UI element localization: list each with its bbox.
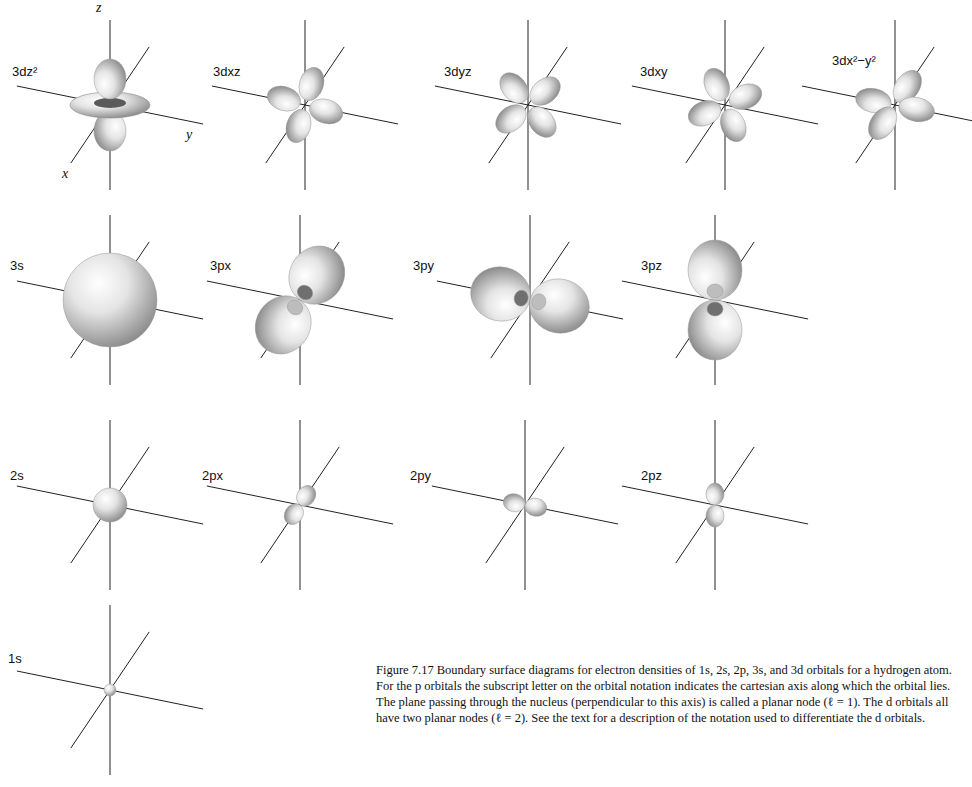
orbital-panel — [212, 20, 398, 190]
orbital-lobe — [94, 59, 126, 99]
axis-line — [71, 632, 149, 748]
orbital-panel — [17, 215, 203, 385]
axis-line — [489, 47, 567, 163]
orbital-lobe — [684, 96, 725, 131]
axis-line — [17, 671, 203, 709]
axis-label: y — [186, 127, 192, 142]
orbital-sphere — [104, 684, 116, 696]
orbital-panel — [622, 215, 808, 385]
orbital-panel — [17, 420, 203, 590]
orbital-label: 3dx²−y² — [832, 53, 876, 68]
orbital-panel — [207, 215, 393, 385]
orbital-panel — [435, 20, 621, 190]
axis-line — [71, 47, 149, 163]
orbital-label: 3dxz — [213, 64, 240, 79]
orbital-label: 3dz² — [12, 64, 37, 79]
orbital-lobe — [513, 289, 530, 307]
orbital-label: 2s — [10, 468, 24, 483]
axis-line — [432, 486, 618, 524]
orbital-label: 3py — [413, 258, 434, 273]
orbital-panel — [802, 20, 972, 190]
orbital-panel — [437, 215, 623, 385]
torus-hole — [94, 98, 126, 108]
orbital-label: 2py — [410, 468, 431, 483]
orbital-lobe — [294, 282, 315, 303]
axis-line — [261, 447, 339, 563]
orbital-lobe — [523, 496, 548, 518]
orbital-label: 3dyz — [444, 64, 471, 79]
orbital-label: 3s — [10, 258, 24, 273]
orbital-lobe — [688, 300, 742, 360]
orbital-lobe — [280, 500, 307, 528]
orbital-lobe — [707, 284, 723, 298]
orbital-label: 2px — [202, 468, 223, 483]
orbital-lobe — [688, 240, 742, 300]
orbital-lobe — [897, 94, 937, 125]
orbital-lobe — [284, 297, 305, 318]
axis-line — [486, 447, 564, 563]
orbital-lobe — [525, 274, 595, 339]
orbital-panel — [432, 420, 618, 590]
orbital-lobe — [502, 492, 527, 514]
orbital-lobe — [490, 99, 532, 139]
orbital-lobe — [522, 101, 562, 143]
orbital-lobe — [706, 505, 724, 527]
orbital-lobe — [699, 64, 734, 105]
orbital-label: 3px — [210, 258, 231, 273]
orbital-lobe — [863, 102, 903, 145]
axis-line — [676, 447, 754, 563]
figure-caption: Figure 7.17 Boundary surface diagrams fo… — [376, 662, 964, 726]
orbital-label: 2pz — [641, 468, 662, 483]
orbital-lobe — [494, 67, 534, 109]
orbital-lobe — [707, 302, 723, 316]
orbital-label: 3pz — [641, 258, 662, 273]
axis-line — [71, 447, 149, 563]
orbital-label: 3dxy — [640, 64, 667, 79]
orbital-lobe — [282, 106, 315, 146]
axis-label: z — [96, 0, 101, 15]
orbital-panel — [622, 420, 808, 590]
orbital-lobe — [706, 483, 724, 505]
orbital-panel — [207, 420, 393, 590]
orbital-lobe — [306, 95, 346, 128]
orbital-label: 1s — [8, 651, 22, 666]
orbital-panel — [17, 605, 203, 775]
orbital-lobe — [466, 262, 536, 327]
orbital-panel — [17, 20, 203, 190]
orbital-sphere — [63, 253, 157, 347]
orbital-panel — [632, 20, 818, 190]
axis-label: x — [62, 166, 68, 181]
orbital-lobe — [530, 293, 547, 311]
orbital-lobe — [524, 71, 566, 111]
orbital-sphere — [93, 488, 127, 522]
axis-line — [17, 486, 203, 524]
